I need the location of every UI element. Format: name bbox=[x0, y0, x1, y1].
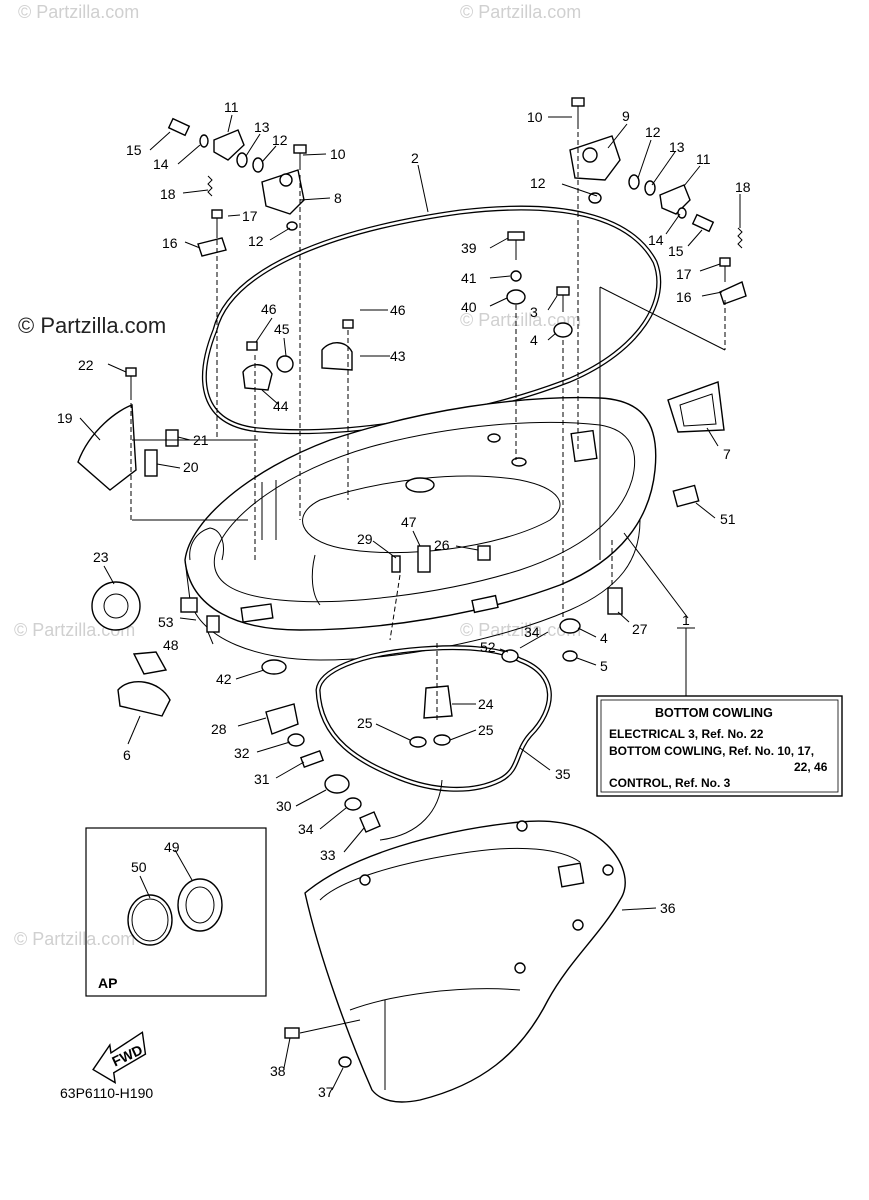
callout-39: 39 bbox=[461, 240, 477, 256]
callout-34-top: 34 bbox=[524, 624, 540, 640]
small-parts bbox=[77, 97, 747, 1068]
watermark-top-right: © Partzilla.com bbox=[460, 2, 581, 22]
callout-5: 5 bbox=[600, 658, 608, 674]
callout-32: 32 bbox=[234, 745, 250, 761]
callout-46-left: 46 bbox=[261, 301, 277, 317]
callout-29: 29 bbox=[357, 531, 373, 547]
callout-18-right: 18 bbox=[735, 179, 751, 195]
callout-11-left: 11 bbox=[224, 99, 239, 115]
inset-box: AP bbox=[85, 827, 267, 997]
callout-16-left: 16 bbox=[162, 235, 178, 251]
watermark-main: © Partzilla.com bbox=[18, 313, 166, 338]
gasket-top-seal bbox=[202, 205, 662, 435]
callout-28: 28 bbox=[211, 721, 227, 737]
callout-40: 40 bbox=[461, 299, 477, 315]
callout-13-right: 13 bbox=[669, 139, 685, 155]
callout-31: 31 bbox=[254, 771, 270, 787]
callout-17-right: 17 bbox=[676, 266, 692, 282]
callout-12-top-right: 12 bbox=[645, 124, 661, 140]
callout-48: 48 bbox=[163, 637, 179, 653]
callout-20: 20 bbox=[183, 459, 199, 475]
callout-15-left: 15 bbox=[126, 142, 142, 158]
bottom-cowling-body bbox=[184, 396, 657, 661]
callout-14-right: 14 bbox=[648, 232, 664, 248]
note-line-4: CONTROL, Ref. No. 3 bbox=[609, 776, 731, 790]
watermark-mid-right-2: © Partzilla.com bbox=[460, 620, 581, 640]
callout-33: 33 bbox=[320, 847, 336, 863]
callout-23: 23 bbox=[93, 549, 109, 565]
callout-22: 22 bbox=[78, 357, 94, 373]
callout-9: 9 bbox=[622, 108, 630, 124]
callout-43: 43 bbox=[390, 348, 406, 364]
callout-34-bottom: 34 bbox=[298, 821, 314, 837]
callout-16-right: 16 bbox=[676, 289, 692, 305]
callout-4-bottom: 4 bbox=[600, 630, 608, 646]
callout-35: 35 bbox=[555, 766, 571, 782]
callout-24: 24 bbox=[478, 696, 494, 712]
callout-21: 21 bbox=[193, 432, 209, 448]
fwd-arrow: FWD bbox=[92, 1031, 147, 1084]
callout-7: 7 bbox=[723, 446, 731, 462]
callout-numbers: 1 2 3 4 4 5 6 7 8 9 10 10 11 11 12 12 12… bbox=[57, 99, 751, 1100]
callout-47: 47 bbox=[401, 514, 417, 530]
callout-53: 53 bbox=[158, 614, 174, 630]
note-title: BOTTOM COWLING bbox=[655, 706, 773, 720]
watermark-low-left: © Partzilla.com bbox=[14, 929, 135, 949]
watermark-mid-right: © Partzilla.com bbox=[460, 310, 581, 330]
note-line-3: 22, 46 bbox=[794, 760, 828, 774]
callout-45: 45 bbox=[274, 321, 290, 337]
callout-36: 36 bbox=[660, 900, 676, 916]
callout-38: 38 bbox=[270, 1063, 286, 1079]
callout-46-right: 46 bbox=[390, 302, 406, 318]
callout-19: 19 bbox=[57, 410, 73, 426]
callout-41: 41 bbox=[461, 270, 477, 286]
callout-10-left: 10 bbox=[330, 146, 346, 162]
callout-3: 3 bbox=[530, 304, 538, 320]
callout-30: 30 bbox=[276, 798, 292, 814]
callout-52: 52 bbox=[480, 639, 496, 655]
callout-14-left: 14 bbox=[153, 156, 169, 172]
callout-12-mid-right: 12 bbox=[530, 175, 546, 191]
callout-8: 8 bbox=[334, 190, 342, 206]
callout-15-right: 15 bbox=[668, 243, 684, 259]
callout-27: 27 bbox=[632, 621, 648, 637]
callout-10-right: 10 bbox=[527, 109, 543, 125]
callout-25-left: 25 bbox=[357, 715, 373, 731]
callout-2: 2 bbox=[411, 150, 419, 166]
diagram-code: 63P6110-H190 bbox=[60, 1085, 153, 1101]
callout-13-left: 13 bbox=[254, 119, 270, 135]
callout-42: 42 bbox=[216, 671, 232, 687]
callout-44: 44 bbox=[273, 398, 289, 414]
callout-11-right: 11 bbox=[696, 151, 711, 167]
callout-25-right: 25 bbox=[478, 722, 494, 738]
note-box: BOTTOM COWLING ELECTRICAL 3, Ref. No. 22… bbox=[596, 695, 843, 797]
callout-1: 1 bbox=[682, 612, 690, 628]
callout-6: 6 bbox=[123, 747, 131, 763]
callout-49: 49 bbox=[164, 839, 180, 855]
callout-37: 37 bbox=[318, 1084, 334, 1100]
callout-50: 50 bbox=[131, 859, 147, 875]
lower-cowling bbox=[304, 820, 626, 1103]
leader-lines bbox=[79, 114, 741, 1091]
note-line-1: ELECTRICAL 3, Ref. No. 22 bbox=[609, 727, 764, 741]
callout-26: 26 bbox=[434, 537, 450, 553]
note-line-2: BOTTOM COWLING, Ref. No. 10, 17, bbox=[609, 744, 814, 758]
callout-18-left: 18 bbox=[160, 186, 176, 202]
callout-51: 51 bbox=[720, 511, 736, 527]
callout-4-top: 4 bbox=[530, 332, 538, 348]
watermark-top-left: © Partzilla.com bbox=[18, 2, 139, 22]
callout-12-left: 12 bbox=[248, 233, 264, 249]
cowling-seal bbox=[315, 645, 552, 792]
callout-12-top-left: 12 bbox=[272, 132, 288, 148]
inset-label: AP bbox=[98, 975, 117, 991]
callout-17-left: 17 bbox=[242, 208, 258, 224]
